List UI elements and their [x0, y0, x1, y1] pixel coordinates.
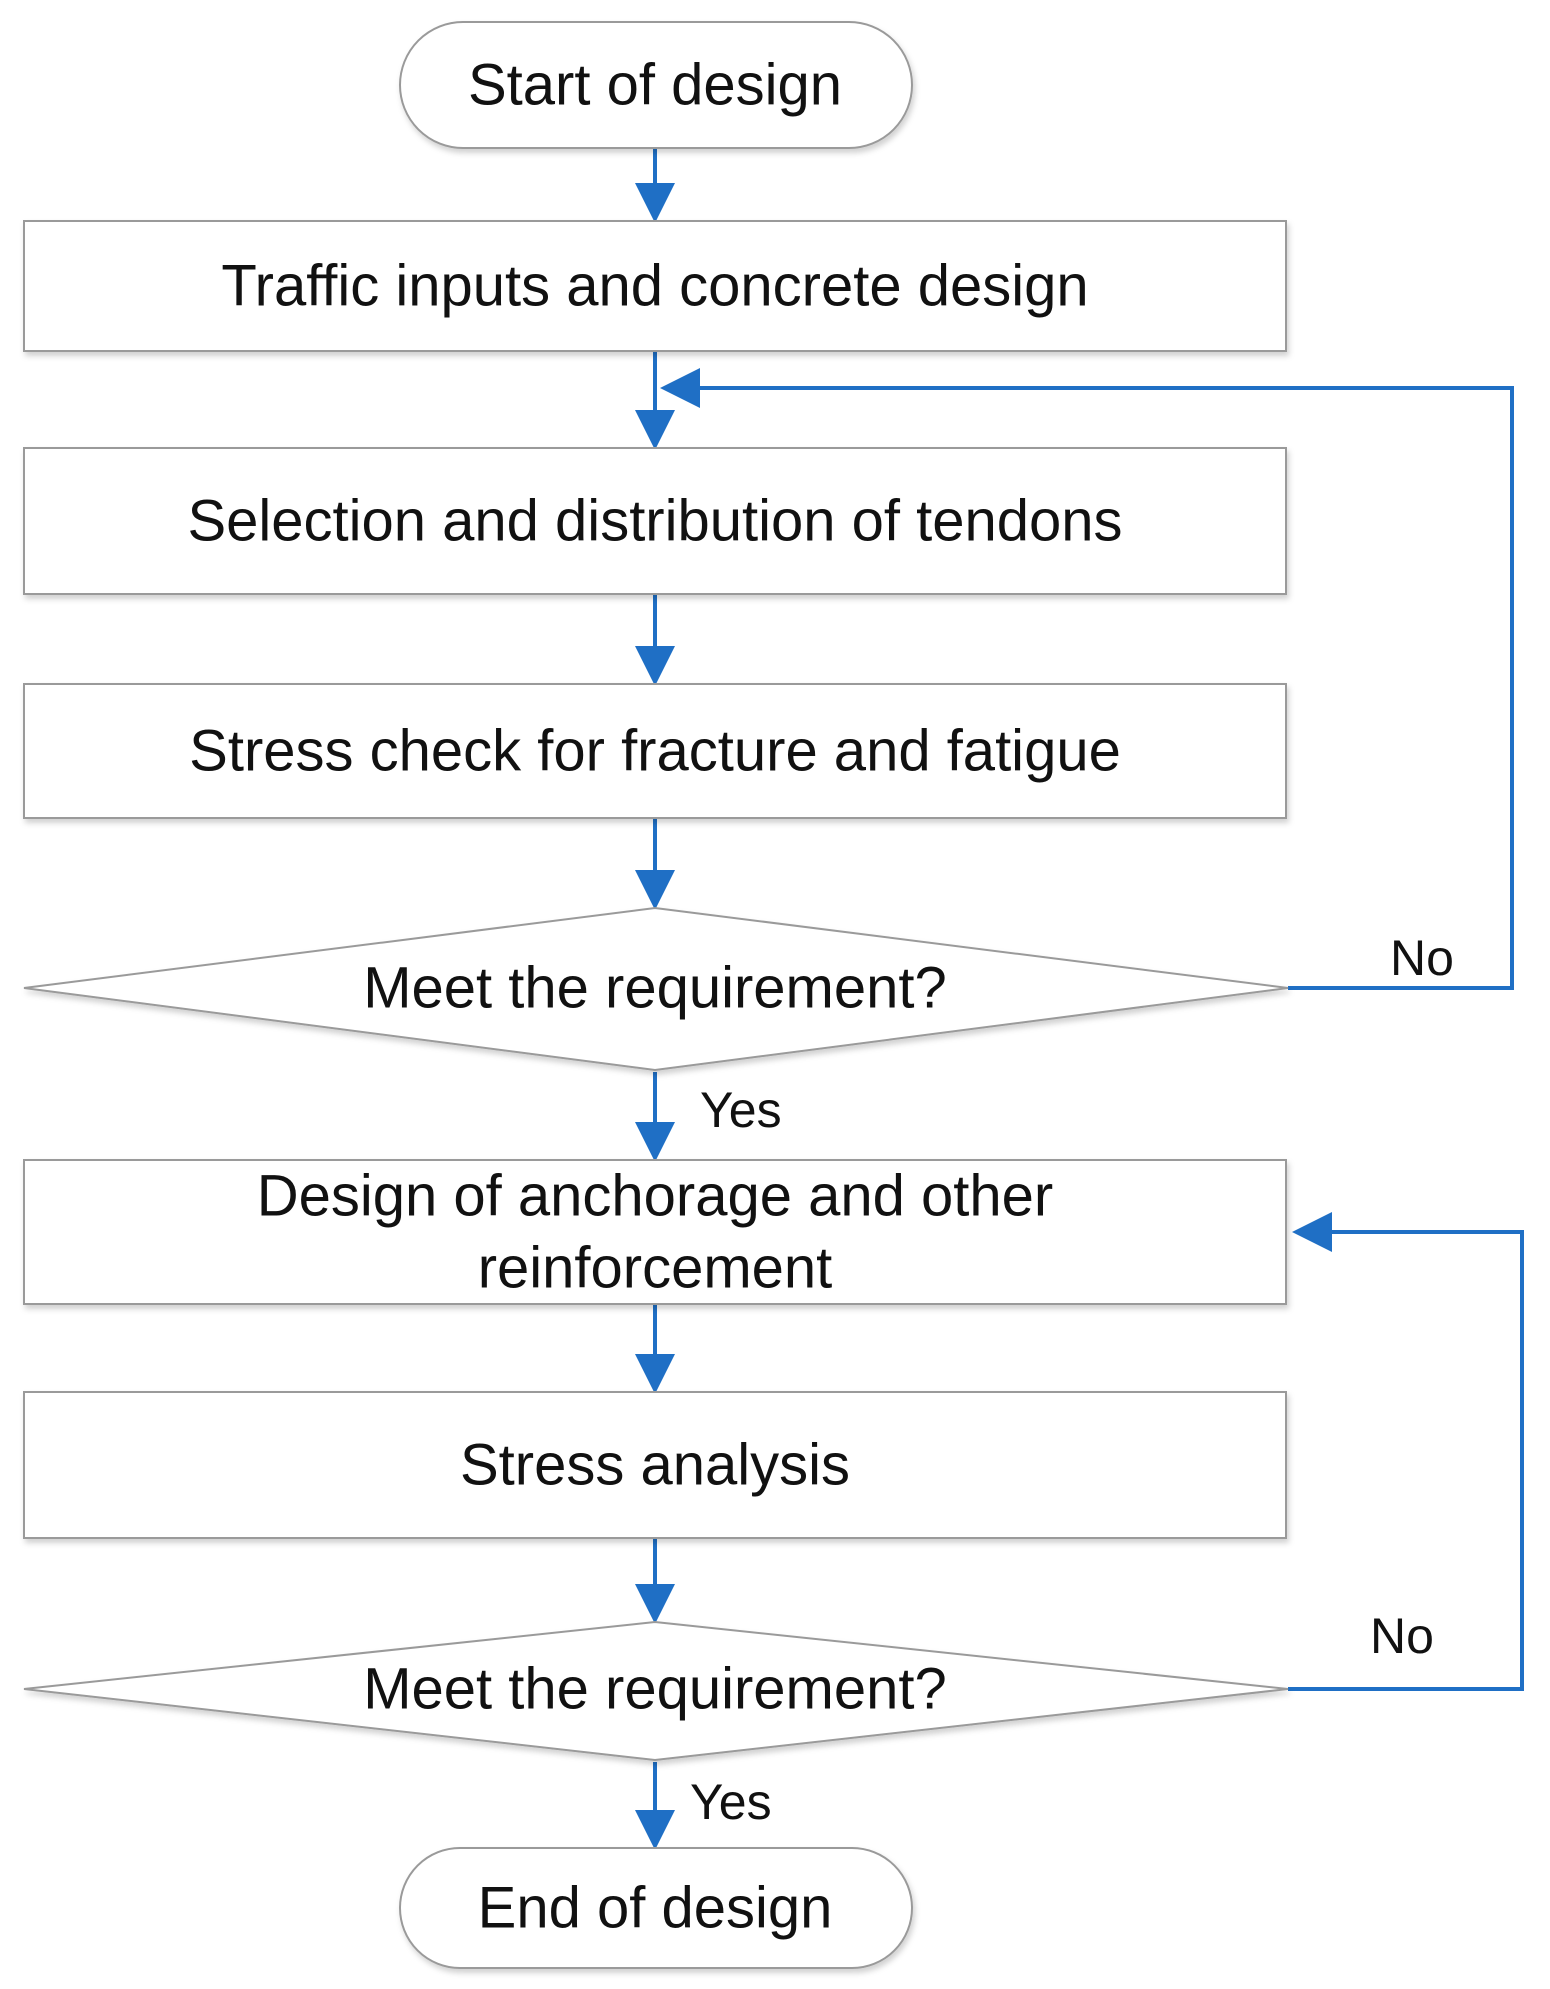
arrow-decision-1-no-loop: [660, 368, 1514, 990]
traffic-inputs-label: Traffic inputs and concrete design: [221, 254, 1088, 319]
decision-1-label: Meet the requirement?: [363, 956, 947, 1021]
connectors: [635, 148, 1524, 1850]
decision-2-label: Meet the requirement?: [363, 1657, 947, 1722]
stress-check-node: Stress check for fracture and fatigue: [23, 683, 1287, 819]
traffic-inputs-node: Traffic inputs and concrete design: [23, 220, 1287, 352]
decision-1-no-label: No: [1390, 930, 1454, 986]
anchorage-design-label-line-2: reinforcement: [478, 1236, 833, 1301]
arrow-decision-2-no-loop: [1288, 1212, 1524, 1691]
end-label: End of design: [478, 1876, 833, 1941]
anchorage-design-node: Design of anchorage and other reinforcem…: [23, 1159, 1287, 1305]
tendon-selection-label: Selection and distribution of tendons: [187, 489, 1122, 554]
decision-2-yes-label: Yes: [690, 1774, 772, 1830]
decision-1-node: Meet the requirement?: [23, 906, 1289, 1072]
decision-2-node: Meet the requirement?: [23, 1620, 1289, 1762]
decision-1-yes-label: Yes: [700, 1082, 782, 1138]
stress-check-label: Stress check for fracture and fatigue: [189, 719, 1121, 784]
tendon-selection-node: Selection and distribution of tendons: [23, 447, 1287, 595]
decision-2-no-label: No: [1370, 1608, 1434, 1664]
start-node: Start of design: [399, 21, 913, 149]
end-node: End of design: [399, 1847, 913, 1969]
stress-analysis-node: Stress analysis: [23, 1391, 1287, 1539]
anchorage-design-label-line-1: Design of anchorage and other: [257, 1164, 1053, 1229]
start-label: Start of design: [468, 53, 842, 118]
stress-analysis-label: Stress analysis: [460, 1433, 850, 1498]
